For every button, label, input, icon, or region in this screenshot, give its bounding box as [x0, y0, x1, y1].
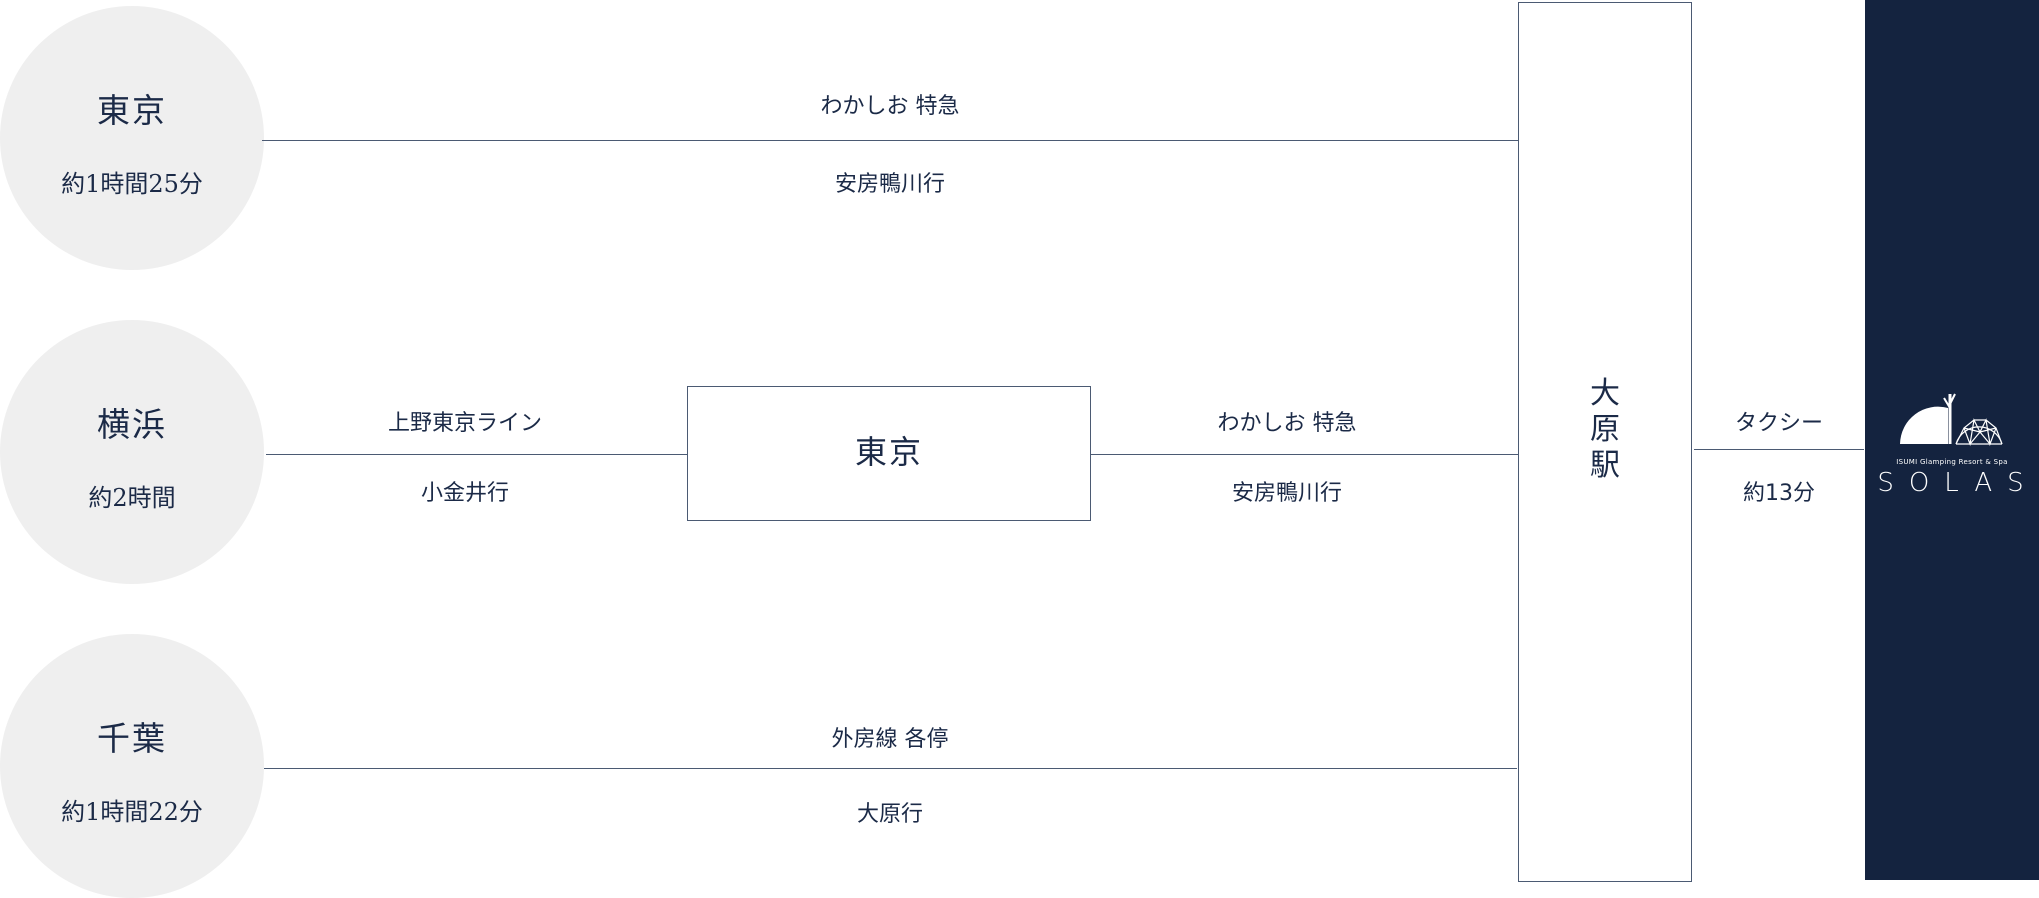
final-leg-mode: タクシー	[1734, 411, 1824, 436]
station-name-char: 大	[1590, 376, 1620, 411]
route-line-chiba	[264, 768, 1517, 769]
route-line-yokohama-leg1	[266, 454, 688, 455]
route-line-name: 上野東京ライン	[387, 411, 543, 436]
origin-chiba: 千葉 約1時間22分	[0, 634, 264, 898]
logo-wordmark: SOLAS	[1877, 468, 2039, 498]
origin-travel-time: 約2時間	[88, 484, 176, 512]
origin-travel-time: 約1時間25分	[61, 170, 203, 198]
ohara-station-box: 大 原 駅	[1518, 2, 1692, 882]
station-name-char: 駅	[1590, 448, 1620, 483]
route-destination: 安房鴨川行	[1231, 481, 1343, 506]
final-leg-time: 約13分	[1743, 481, 1815, 506]
destination-panel: ISUMI Glamping Resort & Spa SOLAS	[1865, 0, 2039, 880]
origin-city-name: 横浜	[97, 405, 167, 444]
origin-city-name: 東京	[97, 91, 167, 130]
route-line-yokohama-leg2	[1090, 454, 1519, 455]
dome-logo-icon	[1900, 393, 2003, 447]
route-line-tokyo	[262, 140, 1519, 141]
origin-tokyo: 東京 約1時間25分	[0, 6, 264, 270]
origin-travel-time: 約1時間22分	[61, 798, 203, 826]
station-name-char: 原	[1590, 412, 1620, 447]
origin-yokohama: 横浜 約2時間	[0, 320, 264, 584]
route-destination: 大原行	[856, 802, 924, 827]
logo-subtitle: ISUMI Glamping Resort & Spa	[1896, 458, 2008, 466]
station-name: 大 原 駅	[1519, 376, 1691, 484]
transfer-station-name: 東京	[854, 433, 923, 471]
route-line-name: わかしお 特急	[1217, 411, 1357, 436]
route-line-name: わかしお 特急	[820, 94, 960, 119]
route-line-name: 外房線 各停	[831, 727, 949, 752]
origin-city-name: 千葉	[97, 719, 167, 758]
route-destination: 小金井行	[420, 481, 510, 506]
route-destination: 安房鴨川行	[834, 172, 946, 197]
transfer-station-box: 東京	[687, 386, 1091, 521]
route-line-taxi	[1694, 449, 1864, 450]
